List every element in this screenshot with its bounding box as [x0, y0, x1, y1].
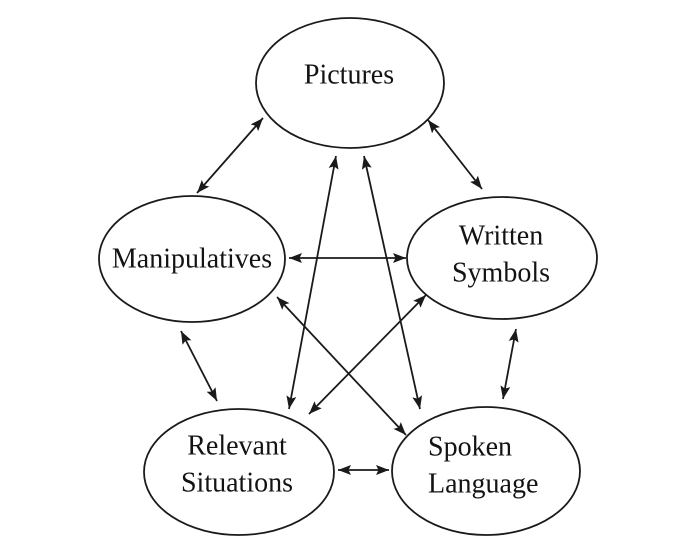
edge-written-symbols--spoken-language — [500, 328, 519, 400]
edge-pictures--manipulatives — [196, 117, 264, 194]
node-label-relevant-situations: Situations — [181, 467, 293, 498]
node-ellipse-relevant-situations — [143, 408, 335, 536]
node-manipulatives: Manipulatives — [98, 195, 286, 323]
node-label-spoken-language: Language — [428, 468, 538, 499]
node-ellipse-pictures — [255, 17, 445, 149]
edge-manipulatives--relevant-situations — [180, 330, 218, 402]
node-label-written-symbols: Written — [459, 220, 543, 251]
edge-pictures--spoken-language — [361, 155, 423, 410]
edge-written-symbols--relevant-situations — [308, 294, 427, 415]
node-ellipse-manipulatives — [98, 195, 286, 323]
node-ellipse-spoken-language — [391, 406, 581, 536]
node-label-pictures: Pictures — [304, 59, 394, 90]
edge-pictures--relevant-situations — [286, 155, 339, 410]
edge-pictures--written-symbols — [427, 119, 483, 190]
node-pictures: Pictures — [255, 17, 445, 149]
node-label-manipulatives: Manipulatives — [112, 243, 272, 274]
node-label-relevant-situations: Relevant — [187, 430, 287, 461]
node-label-spoken-language: Spoken — [428, 431, 512, 462]
node-label-written-symbols: Symbols — [452, 257, 550, 288]
